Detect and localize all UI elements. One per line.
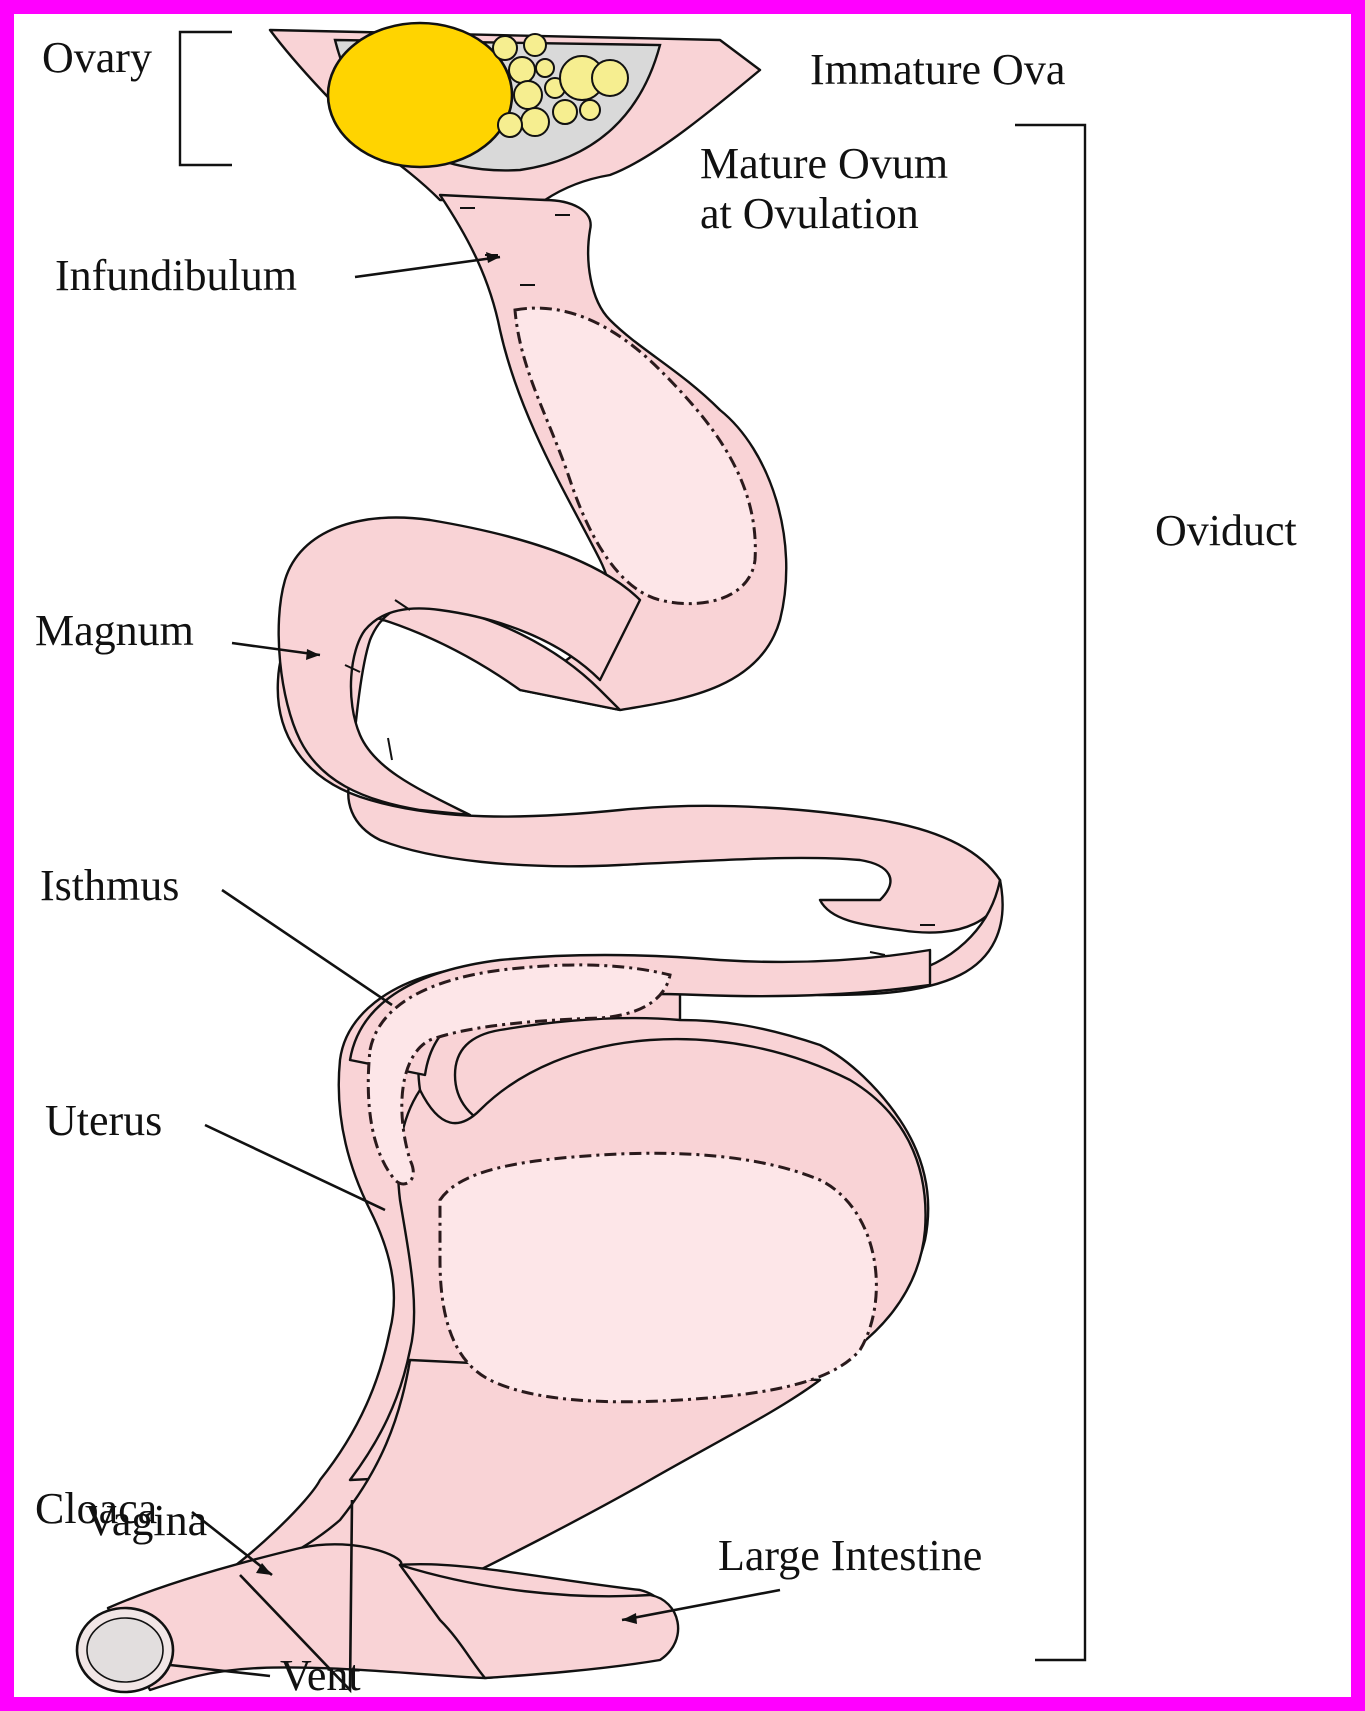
label-cloaca: Cloaca — [35, 1484, 157, 1533]
oviduct-bracket — [1015, 125, 1085, 1660]
magnum-upper — [279, 518, 640, 816]
label-vent: Vent — [280, 1651, 361, 1700]
label-infundibulum: Infundibulum — [55, 251, 297, 300]
vent — [77, 1608, 173, 1692]
label-ovary: Ovary — [42, 33, 152, 82]
label-oviduct: Oviduct — [1155, 506, 1297, 555]
uterus-lumen — [440, 1153, 876, 1402]
label-immature-ova: Immature Ova — [810, 45, 1065, 94]
label-mature-ovum-line2: at Ovulation — [700, 189, 919, 238]
label-uterus: Uterus — [45, 1096, 162, 1145]
mature-ovum — [328, 23, 512, 167]
ovary-bracket — [180, 32, 232, 165]
ovary — [270, 23, 760, 200]
label-large-intestine: Large Intestine — [718, 1531, 982, 1580]
label-isthmus: Isthmus — [40, 861, 179, 910]
label-magnum: Magnum — [35, 606, 194, 655]
label-mature-ovum-line1: Mature Ovum — [700, 139, 948, 188]
